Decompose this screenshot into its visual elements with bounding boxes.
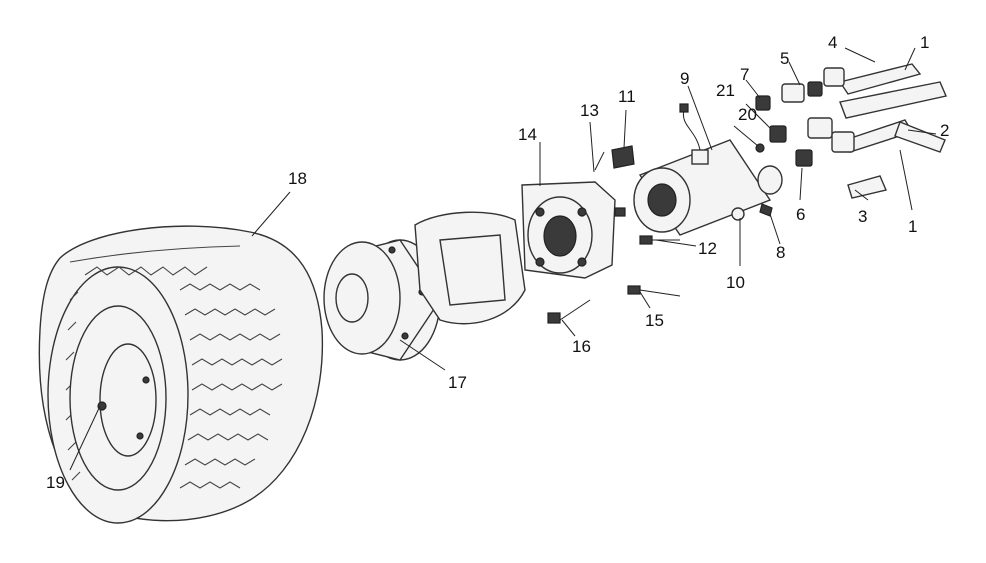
callout-19: 19: [46, 473, 65, 492]
callout-12: 12: [698, 239, 717, 258]
callout-9: 9: [680, 69, 689, 88]
hydraulic-fittings: [731, 63, 947, 221]
hydraulic-motor: [633, 103, 783, 236]
fasteners: [547, 145, 681, 324]
callout-10: 10: [726, 273, 745, 292]
callout-6: 6: [796, 205, 805, 224]
wheel-rim: [69, 305, 167, 491]
callout-11: 11: [618, 87, 636, 106]
tire-tread: [65, 245, 283, 489]
callout-15: 15: [645, 311, 664, 330]
callout-20: 20: [738, 105, 757, 124]
callout-labels: 1 1 2 3 4 5 6 7 8 9 10 11 12 13 14 15 16…: [46, 33, 949, 492]
callout-18: 18: [288, 169, 307, 188]
callout-4: 4: [828, 33, 837, 52]
callout-8: 8: [776, 243, 785, 262]
callout-7: 7: [740, 65, 749, 84]
gear-housing: [414, 211, 526, 325]
callout-5: 5: [780, 49, 789, 68]
callout-14: 14: [518, 125, 537, 144]
callout-17: 17: [448, 373, 467, 392]
callout-21: 21: [716, 81, 735, 100]
callout-2: 2: [940, 121, 949, 140]
callout-1-bottom: 1: [908, 217, 917, 236]
leader-lines: [69, 47, 937, 471]
callout-16: 16: [572, 337, 591, 356]
motor-mount-bracket: [521, 181, 626, 279]
callout-1-top: 1: [920, 33, 929, 52]
callout-13: 13: [580, 101, 599, 120]
callout-3: 3: [858, 207, 867, 226]
